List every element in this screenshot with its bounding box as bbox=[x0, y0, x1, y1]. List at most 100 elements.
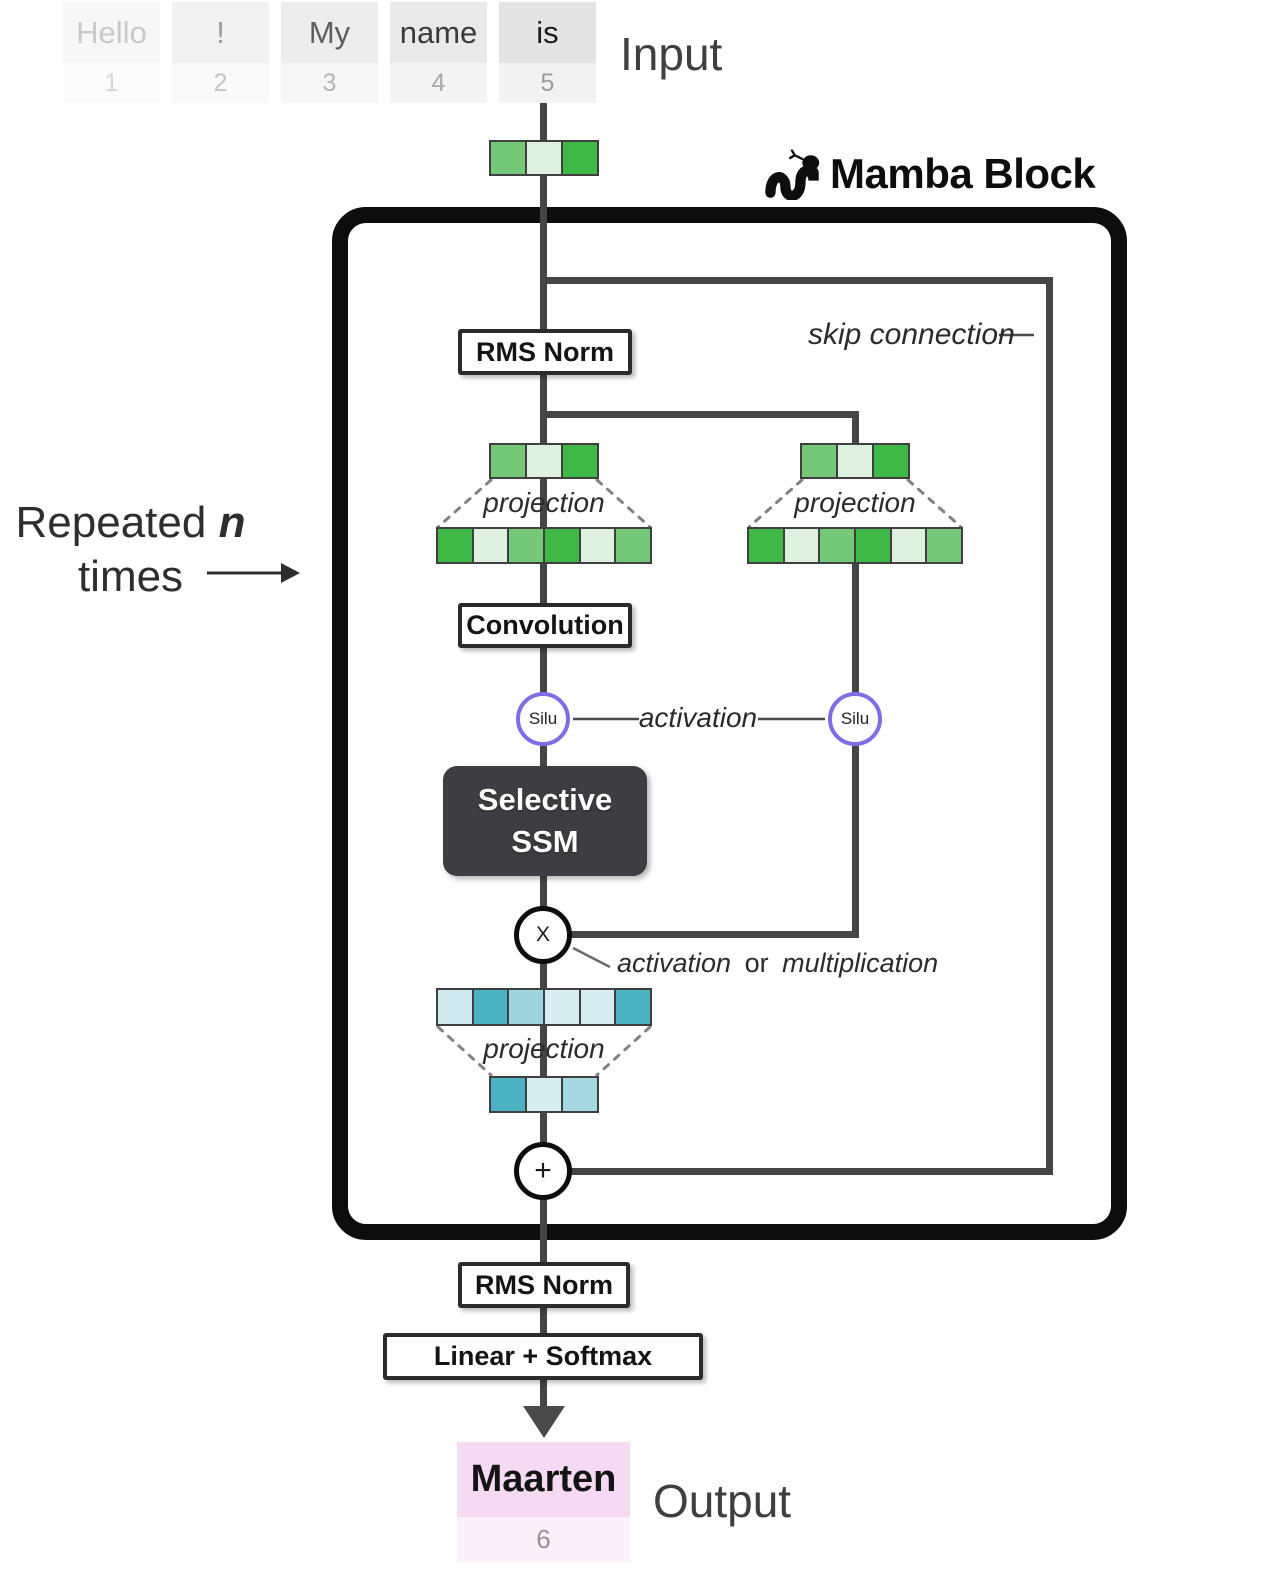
selective-ssm-box: Selective SSM bbox=[443, 766, 647, 876]
connector-line bbox=[540, 744, 547, 768]
vector-cell bbox=[491, 142, 525, 174]
branch-line bbox=[852, 744, 859, 938]
repeated-note: Repeated n times bbox=[8, 496, 253, 604]
vector-cell bbox=[543, 529, 579, 562]
connector-line bbox=[540, 100, 547, 142]
vector-green-6-left bbox=[436, 527, 652, 564]
token-index: 3 bbox=[281, 63, 378, 103]
connector-line bbox=[540, 176, 547, 332]
mamba-block-title: Mamba Block bbox=[762, 148, 1096, 200]
vector-cell bbox=[507, 990, 544, 1024]
branch-line bbox=[570, 931, 859, 938]
embedding-vector bbox=[489, 140, 599, 176]
token-index: 2 bbox=[172, 63, 269, 103]
skip-connection-line bbox=[1046, 277, 1053, 1175]
vector-cell bbox=[561, 142, 597, 174]
vector-cell bbox=[854, 529, 890, 562]
vector-cell bbox=[543, 990, 579, 1024]
token-label: Hello bbox=[63, 2, 160, 63]
vector-cell bbox=[525, 1078, 561, 1111]
mamba-block-title-text: Mamba Block bbox=[830, 150, 1096, 197]
mamba-snake-icon bbox=[765, 149, 820, 200]
output-token: Maarten 6 bbox=[457, 1442, 630, 1562]
token-box: My 3 bbox=[281, 2, 378, 103]
token-label: ! bbox=[172, 2, 269, 63]
mamba-block-frame bbox=[332, 207, 1127, 1240]
vector-cell bbox=[471, 990, 508, 1024]
activation-label: activation bbox=[638, 702, 758, 733]
multiply-node: X bbox=[514, 906, 572, 964]
token-box: is 5 bbox=[499, 2, 596, 103]
connector-line bbox=[540, 373, 547, 445]
connector-line bbox=[540, 962, 547, 1144]
token-box: name 4 bbox=[390, 2, 487, 103]
output-rms-norm-box: RMS Norm bbox=[458, 1262, 630, 1308]
vector-cell bbox=[491, 445, 525, 477]
skip-connection-line bbox=[570, 1168, 1053, 1175]
projection-label: projection bbox=[483, 1033, 605, 1064]
vector-cell bbox=[471, 529, 508, 562]
token-box: ! 2 bbox=[172, 2, 269, 103]
token-index: 4 bbox=[390, 63, 487, 103]
repeated-arrow-head bbox=[281, 563, 300, 583]
input-label: Input bbox=[620, 28, 723, 80]
vector-cell bbox=[578, 990, 615, 1024]
vector-cell bbox=[872, 445, 908, 477]
vector-cell bbox=[578, 529, 615, 562]
connector-line bbox=[540, 646, 547, 694]
vector-cell bbox=[491, 1078, 525, 1111]
vector-cell bbox=[836, 445, 872, 477]
vector-cell bbox=[507, 529, 544, 562]
connector-line bbox=[540, 874, 547, 908]
convolution-box: Convolution bbox=[458, 603, 632, 648]
branch-line bbox=[852, 411, 859, 445]
vector-green-3-left bbox=[489, 443, 599, 479]
token-label: is bbox=[499, 2, 596, 63]
vector-cell bbox=[925, 529, 962, 562]
selective-ssm-line1: Selective bbox=[477, 782, 613, 817]
branch-line bbox=[852, 562, 859, 694]
vector-green-6-right bbox=[747, 527, 963, 564]
repeated-n: n bbox=[218, 498, 246, 547]
vector-cell bbox=[525, 142, 561, 174]
vector-cell bbox=[438, 990, 472, 1024]
vector-cell bbox=[614, 990, 651, 1024]
vector-cell bbox=[749, 529, 783, 562]
multiply-label: activation or multiplication bbox=[617, 948, 939, 978]
skip-connection-line bbox=[540, 277, 1053, 284]
token-label: name bbox=[390, 2, 487, 63]
token-index: 1 bbox=[63, 63, 160, 103]
branch-line bbox=[540, 411, 859, 418]
selective-ssm-line2: SSM bbox=[511, 824, 579, 859]
token-index: 5 bbox=[499, 63, 596, 103]
repeated-note-line2: times bbox=[77, 552, 184, 601]
repeated-note-line1: Repeated n bbox=[15, 498, 246, 547]
output-arrow-icon bbox=[523, 1406, 565, 1438]
token-box: Hello 1 bbox=[63, 2, 160, 103]
silu-node-right: Silu bbox=[828, 692, 882, 746]
vector-cell bbox=[818, 529, 855, 562]
vector-cell bbox=[802, 445, 836, 477]
skip-connection-label: skip connection bbox=[808, 318, 1015, 351]
vector-cell bbox=[889, 529, 926, 562]
rms-norm-box: RMS Norm bbox=[458, 329, 632, 375]
connector-line bbox=[540, 1198, 547, 1264]
vector-cell bbox=[561, 445, 597, 477]
output-label: Output bbox=[653, 1475, 792, 1527]
add-node: + bbox=[514, 1142, 572, 1200]
connector-line bbox=[540, 1378, 547, 1410]
vector-blue-3 bbox=[489, 1076, 599, 1113]
vector-blue-6 bbox=[436, 988, 652, 1026]
token-label: My bbox=[281, 2, 378, 63]
vector-cell bbox=[614, 529, 651, 562]
vector-cell bbox=[561, 1078, 597, 1111]
projection-label: projection bbox=[794, 487, 916, 518]
output-token-label: Maarten bbox=[457, 1442, 630, 1517]
linear-softmax-box: Linear + Softmax bbox=[383, 1333, 703, 1380]
vector-green-3-right bbox=[800, 443, 910, 479]
projection-label: projection bbox=[483, 487, 605, 518]
vector-cell bbox=[525, 445, 561, 477]
connector-line bbox=[540, 1306, 547, 1335]
vector-cell bbox=[782, 529, 819, 562]
